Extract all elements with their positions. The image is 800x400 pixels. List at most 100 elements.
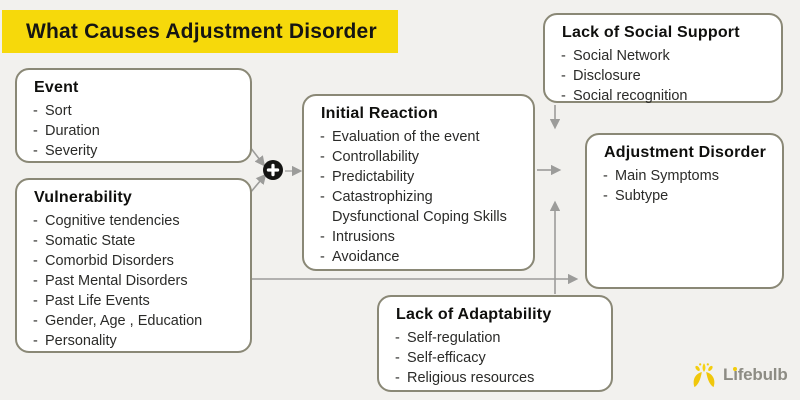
- lack-of-social-support-box: Lack of Social Support -Social Network-D…: [543, 13, 783, 106]
- list-item: -Gender, Age , Education: [33, 311, 242, 331]
- logo-i-dot: [733, 367, 738, 371]
- list-item: -Severity: [33, 141, 242, 161]
- logo-text-part: ı: [733, 365, 738, 384]
- initial-reaction-items: -Evaluation of the event-Controllability…: [320, 127, 525, 267]
- lack-of-adaptability-items: -Self-regulation-Self-efficacy-Religious…: [395, 328, 603, 388]
- item-text: Disclosure: [573, 68, 641, 85]
- item-dash: -: [33, 313, 38, 330]
- item-dash: -: [320, 229, 325, 246]
- list-item: -Comorbid Disorders: [33, 251, 242, 271]
- event-box-title: Event: [34, 79, 79, 96]
- list-item: Dysfunctional Coping Skills: [320, 207, 525, 227]
- list-item: -Disclosure: [561, 66, 773, 86]
- item-text: Gender, Age , Education: [45, 313, 203, 330]
- item-text: Avoidance: [332, 249, 400, 266]
- list-item: -Past Life Events: [33, 291, 242, 311]
- item-dash: -: [320, 249, 325, 266]
- item-text: Dysfunctional Coping Skills: [332, 209, 507, 226]
- list-item: -Social Network: [561, 46, 773, 66]
- item-dash: -: [33, 273, 38, 290]
- item-text: Religious resources: [407, 370, 535, 387]
- list-item: -Predictability: [320, 167, 525, 187]
- list-item: -Personality: [33, 331, 242, 351]
- list-item: -Controllability: [320, 147, 525, 167]
- logo-text-part: L: [723, 365, 734, 384]
- list-item: -Duration: [33, 121, 242, 141]
- item-text: Past Life Events: [45, 293, 150, 310]
- item-dash: -: [33, 143, 38, 160]
- initial-reaction-box: Initial Reaction -Evaluation of the even…: [302, 94, 535, 271]
- list-item: -Self-regulation: [395, 328, 603, 348]
- item-text: Main Symptoms: [615, 168, 719, 185]
- item-text: Self-efficacy: [407, 350, 486, 367]
- item-dash: -: [33, 253, 38, 270]
- item-dash: -: [603, 168, 608, 185]
- item-text: Subtype: [615, 188, 669, 205]
- item-dash: -: [33, 293, 38, 310]
- item-dash: -: [33, 103, 38, 120]
- list-item: -Somatic State: [33, 231, 242, 251]
- item-text: Social Network: [573, 48, 670, 65]
- item-dash: -: [33, 213, 38, 230]
- item-text: Past Mental Disorders: [45, 273, 188, 290]
- lack-of-adaptability-box-title: Lack of Adaptability: [396, 306, 552, 323]
- vulnerability-items: -Cognitive tendencies-Somatic State-Como…: [33, 211, 242, 351]
- item-dash: -: [395, 350, 400, 367]
- item-text: Comorbid Disorders: [45, 253, 174, 270]
- item-text: Sort: [45, 103, 72, 120]
- list-item: -Cognitive tendencies: [33, 211, 242, 231]
- adjustment-disorder-items: -Main Symptoms-Subtype: [603, 166, 774, 206]
- list-item: -Intrusions: [320, 227, 525, 247]
- page-title: What Causes Adjustment Disorder: [26, 19, 377, 43]
- list-item: -Self-efficacy: [395, 348, 603, 368]
- item-text: Evaluation of the event: [332, 129, 480, 146]
- vulnerability-box-title: Vulnerability: [34, 189, 133, 206]
- item-dash: -: [320, 129, 325, 146]
- item-text: Catastrophizing: [332, 189, 433, 206]
- item-dash: -: [320, 149, 325, 166]
- item-dash: -: [603, 188, 608, 205]
- lifebulb-icon: [693, 363, 715, 388]
- initial-reaction-box-title: Initial Reaction: [321, 105, 438, 122]
- item-dash: -: [320, 169, 325, 186]
- title-banner: What Causes Adjustment Disorder: [2, 10, 398, 53]
- item-text: Intrusions: [332, 229, 395, 246]
- event-box: Event -Sort-Duration-Severity: [15, 68, 252, 163]
- lack-of-adaptability-box: Lack of Adaptability -Self-regulation-Se…: [377, 295, 613, 392]
- vulnerability-box: Vulnerability -Cognitive tendencies-Soma…: [15, 178, 252, 353]
- logo-text-part: ı: [733, 362, 738, 388]
- lack-of-social-support-box-title: Lack of Social Support: [562, 24, 740, 41]
- item-text: Social recognition: [573, 88, 688, 105]
- item-dash: -: [395, 370, 400, 387]
- item-text: Controllability: [332, 149, 420, 166]
- item-text: Duration: [45, 123, 100, 140]
- item-text: Somatic State: [45, 233, 136, 250]
- item-text: Severity: [45, 143, 98, 160]
- event-items: -Sort-Duration-Severity: [33, 101, 242, 161]
- item-dash: -: [33, 233, 38, 250]
- adjustment-disorder-box: Adjustment Disorder -Main Symptoms-Subty…: [585, 133, 784, 289]
- list-item: -Evaluation of the event: [320, 127, 525, 147]
- list-item: -Catastrophizing: [320, 187, 525, 207]
- item-text: Self-regulation: [407, 330, 501, 347]
- item-text: Cognitive tendencies: [45, 213, 180, 230]
- item-dash: -: [561, 68, 566, 85]
- list-item: -Religious resources: [395, 368, 603, 388]
- item-text: Predictability: [332, 169, 415, 186]
- list-item: -Subtype: [603, 186, 774, 206]
- list-item: -Main Symptoms: [603, 166, 774, 186]
- list-item: -Sort: [33, 101, 242, 121]
- item-dash: -: [561, 88, 566, 105]
- lack-of-social-support-items: -Social Network-Disclosure-Social recogn…: [561, 46, 773, 106]
- item-text: Personality: [45, 333, 117, 350]
- item-dash: -: [33, 333, 38, 350]
- list-item: -Past Mental Disorders: [33, 271, 242, 291]
- item-dash: -: [33, 123, 38, 140]
- item-dash: -: [320, 189, 325, 206]
- item-dash: -: [395, 330, 400, 347]
- plus-icon: [263, 160, 283, 180]
- item-dash: -: [561, 48, 566, 65]
